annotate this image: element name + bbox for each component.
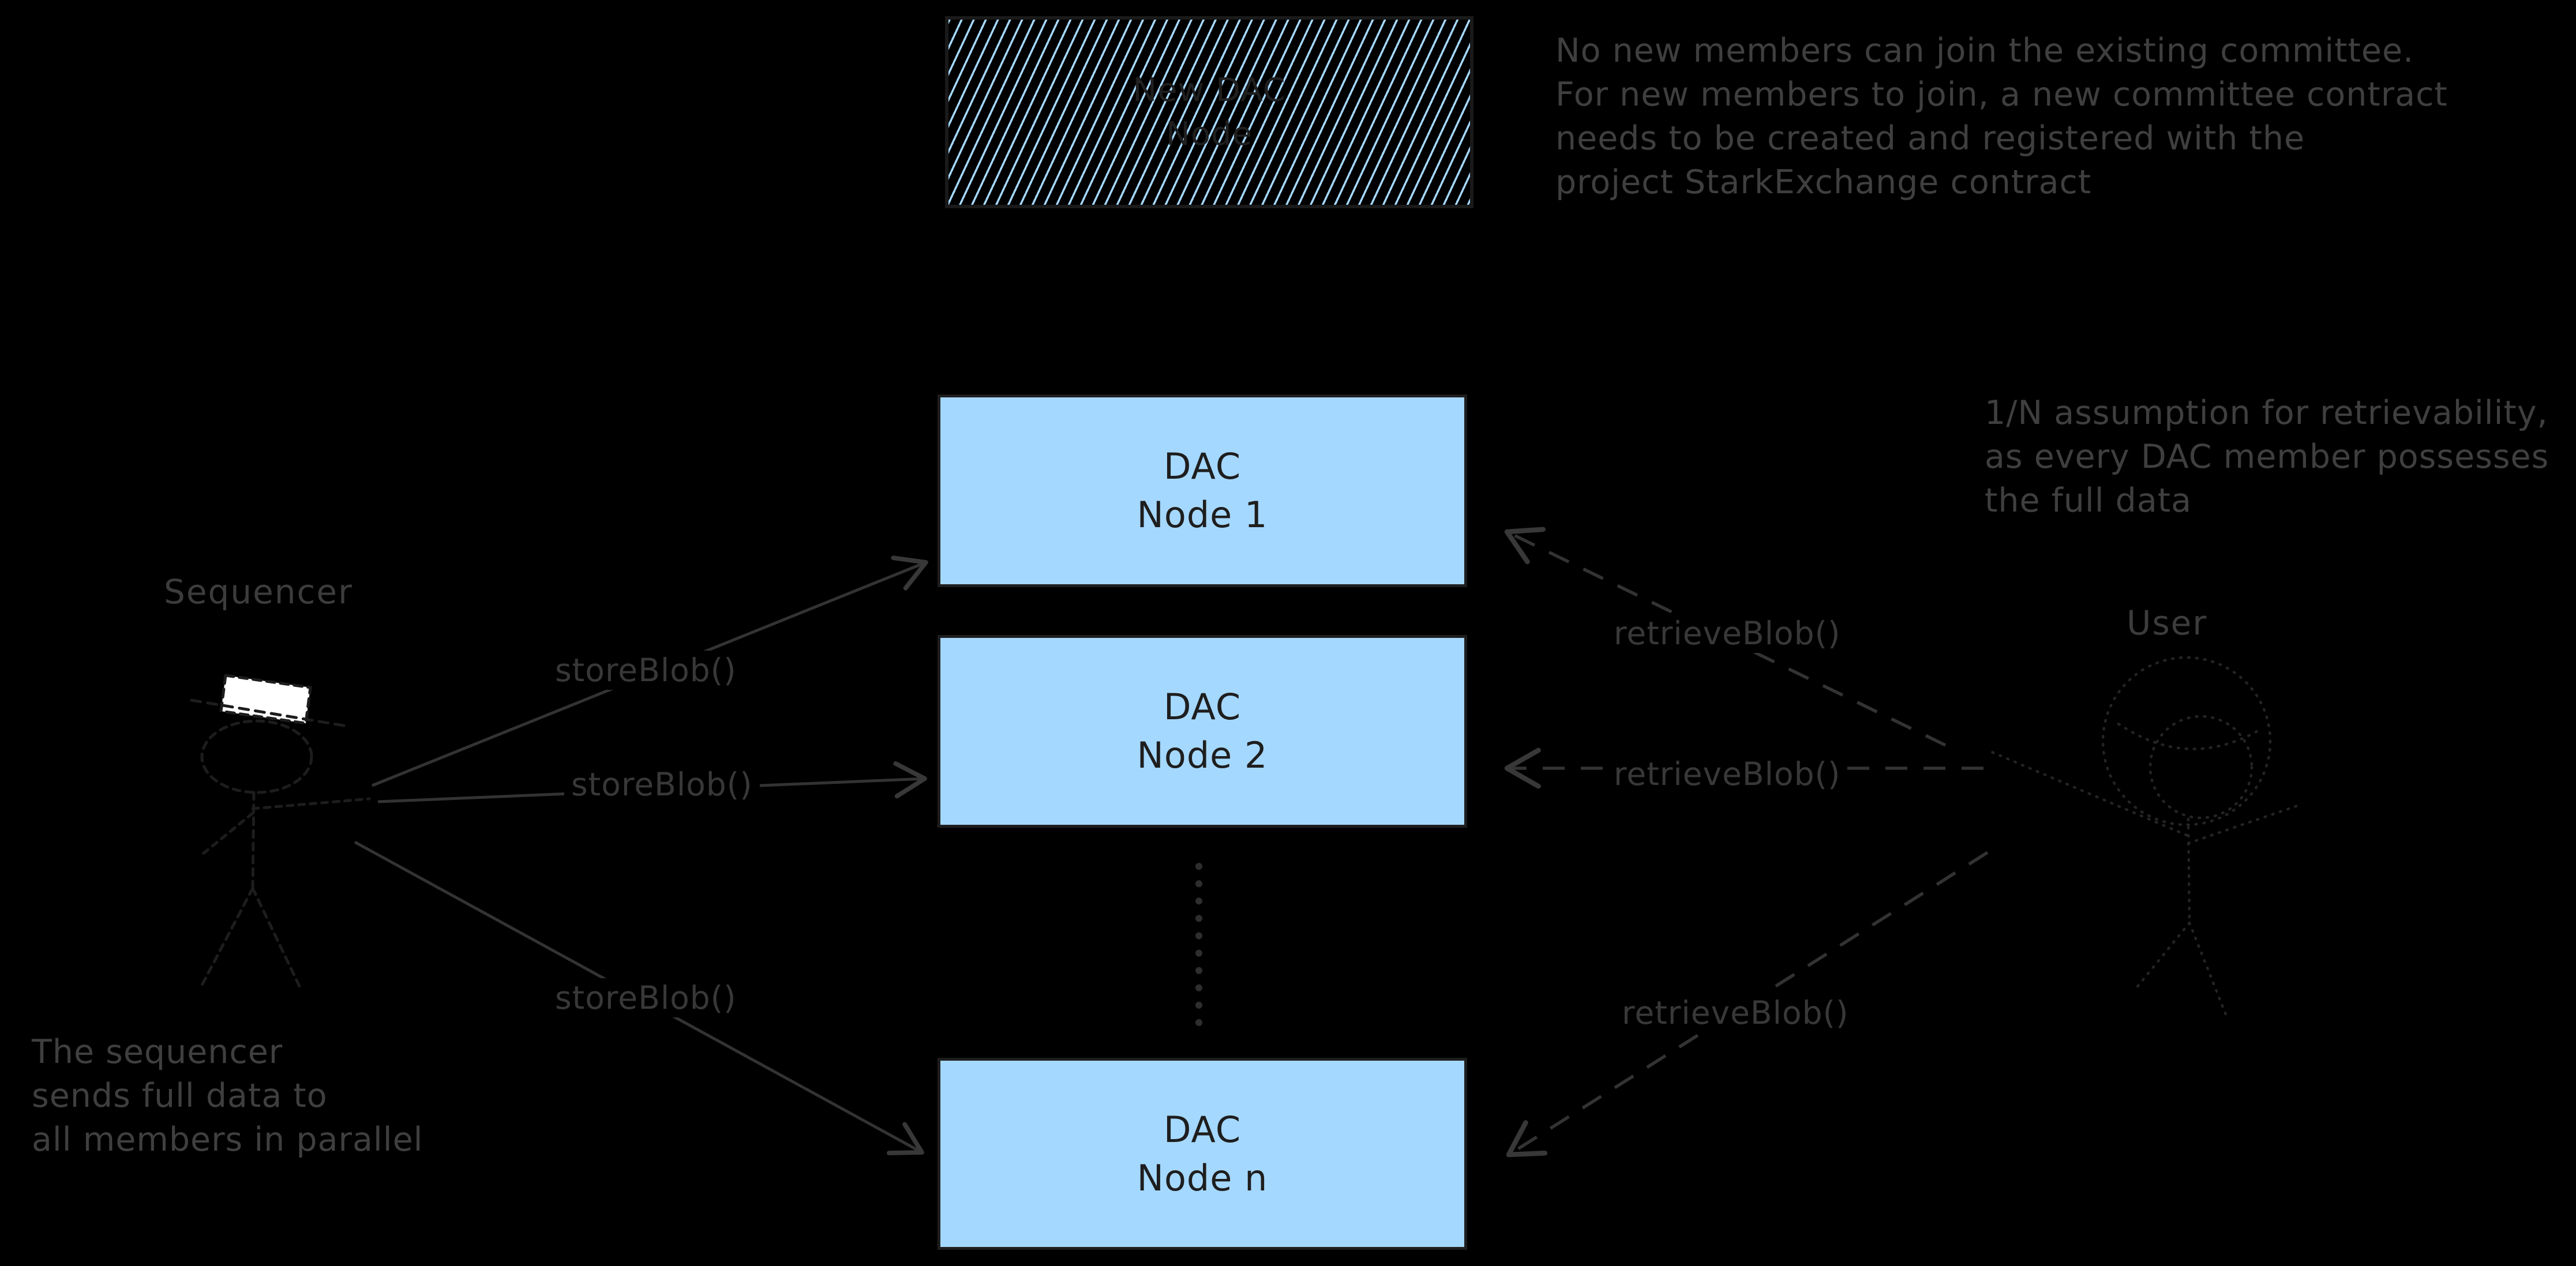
retrieve-blob-label-1: retrieveBlob() [1607, 614, 1848, 653]
note-committee-line1: No new members can join the existing com… [1555, 32, 2414, 70]
note-retrievability-line2: as every DAC member possesses [1985, 438, 2549, 476]
dac-node-n-box: DAC Node n [938, 1058, 1467, 1250]
user-leg-left [2134, 921, 2191, 990]
note-parallel-line2: sends full data to [32, 1077, 328, 1115]
user-face-line [2117, 722, 2259, 750]
note-parallel: The sequencer sends full data to all mem… [32, 1030, 423, 1162]
user-head-inner [2148, 715, 2253, 820]
note-retrievability-line1: 1/N assumption for retrievability, [1985, 394, 2548, 432]
user-arm-left [1988, 749, 2188, 837]
note-retrievability: 1/N assumption for retrievability, as ev… [1985, 391, 2549, 523]
dac-node-1-line2: Node 1 [1137, 494, 1268, 536]
user-figure-icon [1988, 656, 2301, 1019]
dac-node-1-line1: DAC [1163, 445, 1242, 487]
dac-node-n-line1: DAC [1163, 1108, 1242, 1151]
note-parallel-line3: all members in parallel [32, 1121, 423, 1159]
retrieve-blob-label-2: retrieveBlob() [1607, 754, 1848, 794]
sequencer-body [251, 791, 256, 890]
note-committee-line4: project StarkExchange contract [1555, 163, 2092, 201]
dac-node-2-line2: Node 2 [1137, 734, 1268, 776]
user-arm-right [2187, 803, 2301, 845]
note-committee-line3: needs to be created and registered with … [1555, 119, 2305, 157]
store-blob-label-2: storeBlob() [564, 765, 760, 804]
sequencer-arm-left [201, 812, 254, 855]
store-blob-label-3: storeBlob() [548, 978, 744, 1017]
new-dac-node-box: New DAC Node [945, 16, 1473, 208]
note-committee: No new members can join the existing com… [1555, 29, 2448, 204]
store-blob-label-1: storeBlob() [548, 651, 744, 690]
sequencer-head [200, 719, 313, 794]
retrieve-blob-label-3: retrieveBlob() [1615, 993, 1856, 1032]
user-head-outer [2101, 656, 2272, 827]
sequencer-arm-right [251, 797, 371, 810]
new-dac-node-label-line1: New DAC [1133, 71, 1286, 109]
user-body [2187, 817, 2191, 925]
sequencer-leg-right [251, 886, 302, 989]
sequencer-label: Sequencer [164, 572, 353, 611]
sequencer-hat-icon [219, 674, 312, 725]
sequencer-hat-brim [190, 698, 346, 727]
dac-node-1-box: DAC Node 1 [938, 395, 1467, 587]
dac-node-2-line1: DAC [1163, 686, 1242, 728]
note-committee-line2: For new members to join, a new committee… [1555, 76, 2448, 114]
user-label: User [2127, 603, 2208, 643]
dac-node-n-line2: Node n [1137, 1156, 1268, 1199]
sequencer-leg-left [200, 886, 254, 987]
dac-node-2-box: DAC Node 2 [938, 635, 1467, 828]
new-dac-node-label-line2: Node [1165, 115, 1253, 153]
sequencer-figure-icon [190, 674, 371, 989]
user-leg-right [2188, 921, 2229, 1019]
note-parallel-line1: The sequencer [32, 1033, 283, 1071]
note-retrievability-line3: the full data [1985, 482, 2192, 520]
